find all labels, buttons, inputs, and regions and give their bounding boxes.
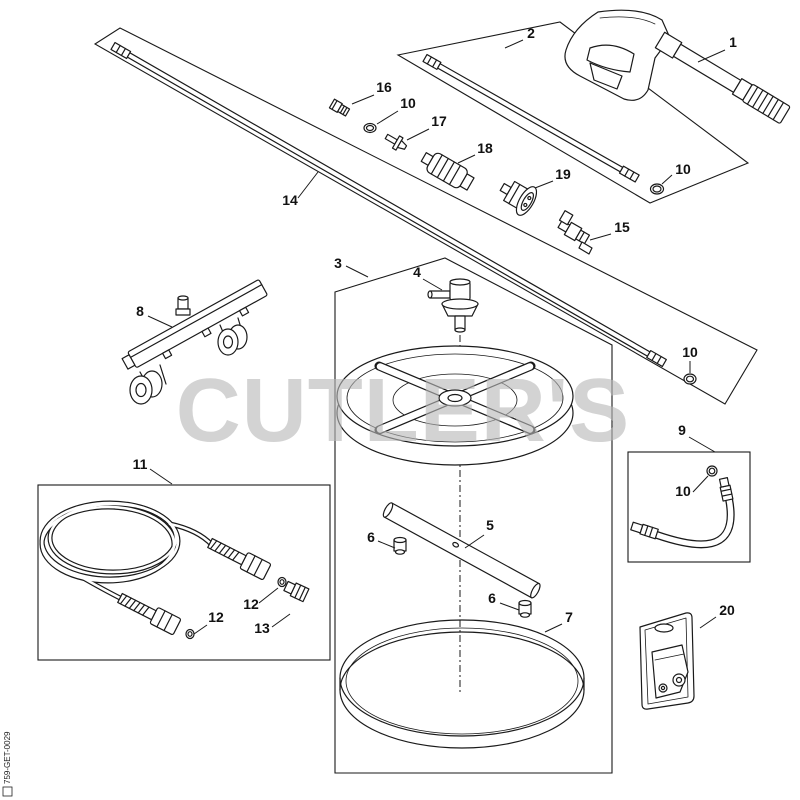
box-part-2 xyxy=(396,21,750,204)
part-12-o-ring xyxy=(185,628,195,640)
part-6-nozzle xyxy=(518,599,532,618)
callout-part-9: 9 xyxy=(678,422,686,438)
part-9-connecting-hose xyxy=(630,477,735,549)
drawing-code: 759-GET-0029 xyxy=(3,731,12,784)
part-10-o-ring xyxy=(706,465,718,477)
box-part-14 xyxy=(93,27,758,405)
part-20-holder xyxy=(639,612,695,710)
leader-line xyxy=(271,613,291,628)
leader-line xyxy=(149,468,173,485)
callouts: 1 2 16 10 17 18 19 10 14 15 3 4 8 10 9 1… xyxy=(133,25,738,636)
part-5-spray-bar xyxy=(382,502,541,599)
leader-line xyxy=(504,39,524,49)
leader-line xyxy=(377,540,396,549)
callout-part-11: 11 xyxy=(133,456,148,472)
callout-part-20: 20 xyxy=(719,602,735,618)
part-16-fitting xyxy=(328,98,351,117)
callout-part-1: 1 xyxy=(729,34,737,50)
part-7-brush-ring xyxy=(339,619,585,749)
part-1-spray-gun xyxy=(564,9,791,124)
callout-part-2: 2 xyxy=(527,25,535,41)
part-13-adapter xyxy=(283,580,310,603)
box-part-11 xyxy=(37,484,331,661)
box-part-9 xyxy=(627,451,751,563)
leader-line xyxy=(692,475,709,493)
leader-line xyxy=(258,587,279,604)
leader-line xyxy=(697,49,726,63)
leader-line xyxy=(688,436,716,453)
leader-line xyxy=(345,265,369,278)
group-boxes xyxy=(37,21,758,774)
callout-part-7: 7 xyxy=(565,609,573,625)
leader-lines xyxy=(147,39,726,635)
leader-line xyxy=(147,315,173,328)
callout-part-4: 4 xyxy=(413,264,421,280)
callout-part-15: 15 xyxy=(614,219,630,235)
leader-line xyxy=(376,110,399,125)
callout-part-5: 5 xyxy=(486,517,494,533)
leader-line xyxy=(544,623,563,633)
leader-line xyxy=(699,616,717,629)
callout-part-18: 18 xyxy=(477,140,493,156)
leader-line xyxy=(193,624,208,635)
box-part-3 xyxy=(334,257,613,774)
part-10-o-ring xyxy=(363,122,377,134)
part-15-angle-fitting xyxy=(557,210,593,255)
callout-part-13: 13 xyxy=(254,620,270,636)
part-19-rotating-nozzle xyxy=(499,180,538,216)
part-14-extension-wand xyxy=(110,41,667,368)
drawing-code-box-icon xyxy=(2,786,13,797)
callout-part-10: 10 xyxy=(675,161,691,177)
callout-part-17: 17 xyxy=(431,113,447,129)
callout-part-12: 12 xyxy=(208,609,224,625)
part-6-nozzle xyxy=(393,536,407,555)
part-18-nozzle xyxy=(420,152,475,191)
hose-fitting xyxy=(207,537,272,580)
leader-line xyxy=(589,233,612,241)
part-8-undercarriage-cleaner xyxy=(121,279,268,405)
part-4-swivel-fitting xyxy=(427,278,479,333)
part-17-nozzle xyxy=(384,133,408,151)
part-2-wand xyxy=(422,53,640,183)
hose-fitting xyxy=(117,592,182,635)
leader-line xyxy=(534,180,554,189)
leader-line xyxy=(661,174,673,185)
watermark: CUTLER'S xyxy=(176,361,630,461)
part-11-high-pressure-hose xyxy=(39,500,272,635)
part-10-o-ring xyxy=(683,373,697,385)
callout-part-14: 14 xyxy=(282,192,298,208)
callout-part-10: 10 xyxy=(400,95,416,111)
callout-part-16: 16 xyxy=(376,79,392,95)
callout-part-10: 10 xyxy=(682,344,698,360)
callout-part-6: 6 xyxy=(367,529,375,545)
leader-line xyxy=(351,94,375,105)
part-3-surface-cleaner-housing xyxy=(336,345,574,466)
callout-part-12: 12 xyxy=(243,596,259,612)
part-10-o-ring xyxy=(649,183,665,195)
leader-line xyxy=(422,278,443,291)
leader-line xyxy=(499,602,520,611)
callout-part-6: 6 xyxy=(488,590,496,606)
callout-part-3: 3 xyxy=(334,255,342,271)
callout-part-10: 10 xyxy=(675,483,691,499)
leader-line xyxy=(464,534,485,549)
leader-line xyxy=(297,171,319,199)
leader-line xyxy=(457,154,476,164)
part-12-o-ring xyxy=(277,576,287,588)
leader-line xyxy=(406,128,430,141)
callout-part-19: 19 xyxy=(555,166,571,182)
callout-part-8: 8 xyxy=(136,303,144,319)
